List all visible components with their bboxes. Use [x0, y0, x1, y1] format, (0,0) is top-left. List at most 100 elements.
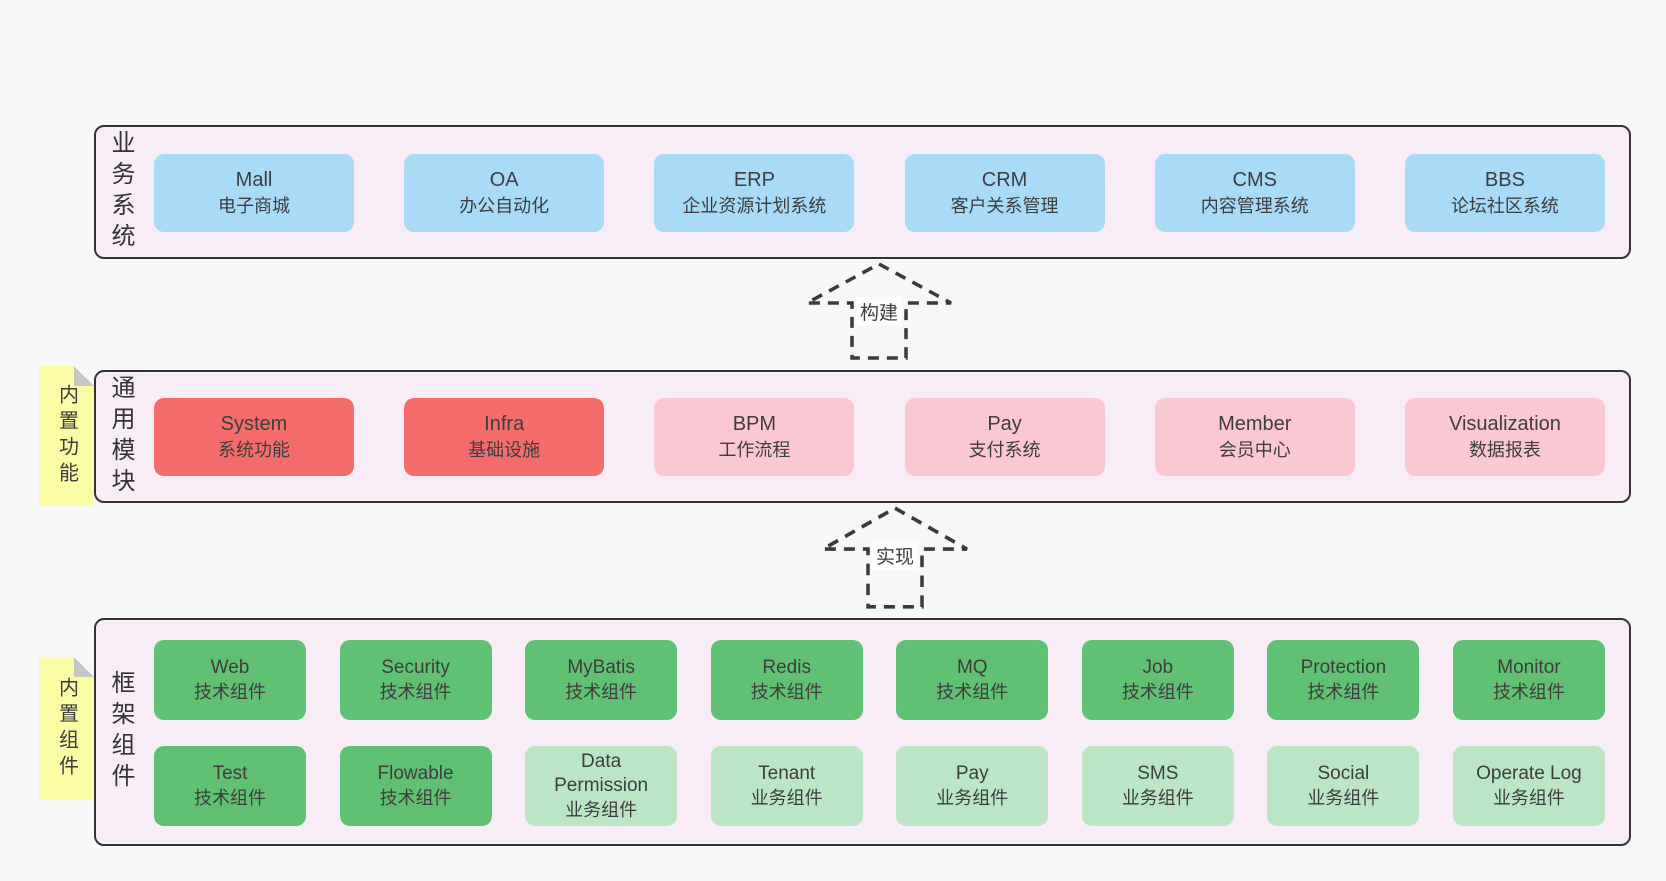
box-subtitle: 内容管理系统: [1200, 196, 1309, 217]
box-title: Pay: [955, 762, 989, 784]
box-data-permission: Data Permission 业务组件: [525, 746, 678, 826]
box-subtitle: 业务组件: [565, 799, 638, 820]
box-monitor: Monitor 技术组件: [1452, 640, 1605, 720]
box-title: Infra: [484, 413, 525, 436]
box-title: SMS: [1137, 762, 1179, 784]
note-text: 内置组件: [55, 676, 78, 781]
box-title: Web: [210, 656, 250, 678]
band-business-systems: 业务系统 Mall 电子商城 OA 办公自动化 ERP 企业资源计划系统 CRM…: [94, 125, 1631, 259]
dashed-up-arrow-implement: 实现: [815, 505, 975, 610]
box-title: MQ: [956, 656, 988, 678]
box-subtitle: 技术组件: [194, 787, 266, 808]
box-bpm: BPM 工作流程: [654, 398, 855, 476]
note-fold-corner: [74, 657, 94, 677]
box-test: Test 技术组件: [154, 746, 306, 826]
box-subtitle: 技术组件: [379, 787, 452, 808]
box-bbs: BBS 论坛社区系统: [1404, 154, 1605, 232]
box-tenant: Tenant 业务组件: [710, 746, 863, 826]
box-subtitle: 技术组件: [565, 681, 638, 702]
box-subtitle: 业务组件: [750, 787, 823, 808]
box-subtitle: 支付系统: [968, 440, 1041, 461]
box-subtitle: 业务组件: [1307, 787, 1380, 808]
note-fold-corner: [74, 366, 94, 386]
box-title: BPM: [732, 413, 777, 436]
box-subtitle: 数据报表: [1468, 440, 1541, 461]
box-infra: Infra 基础设施: [404, 398, 605, 476]
box-title: Pay: [987, 413, 1022, 436]
box-social: Social 业务组件: [1267, 746, 1420, 826]
band-common-label: 通用模块: [107, 374, 134, 499]
box-title: OA: [489, 169, 519, 192]
up-arrow-icon: [822, 506, 968, 609]
box-title: Monitor: [1497, 656, 1561, 678]
box-subtitle: 业务组件: [936, 787, 1009, 808]
box-subtitle: 技术组件: [1121, 681, 1194, 702]
box-web: Web 技术组件: [154, 640, 306, 720]
box-title: Operate Log: [1476, 762, 1582, 784]
box-title: Flowable: [377, 762, 454, 784]
sticky-note-built-in-components: 内置组件: [39, 657, 94, 800]
box-title: MyBatis: [567, 656, 635, 678]
box-pay: Pay 支付系统: [904, 398, 1105, 476]
arrow-implement-label: 实现: [871, 541, 919, 570]
box-title: BBS: [1484, 169, 1525, 192]
box-title: System: [220, 413, 288, 436]
box-mq: MQ 技术组件: [896, 640, 1049, 720]
box-subtitle: 技术组件: [194, 681, 266, 702]
box-job: Job 技术组件: [1081, 640, 1234, 720]
box-protection: Protection 技术组件: [1267, 640, 1420, 720]
arrow-build-label: 构建: [855, 297, 903, 326]
box-subtitle: 技术组件: [750, 681, 823, 702]
box-security: Security 技术组件: [339, 640, 492, 720]
up-arrow-icon: [806, 262, 952, 360]
box-title: Redis: [762, 656, 811, 678]
box-subtitle: 业务组件: [1492, 787, 1565, 808]
box-erp: ERP 企业资源计划系统: [654, 154, 855, 232]
box-title: Social: [1317, 762, 1370, 784]
box-title: CMS: [1232, 169, 1277, 192]
sticky-note-built-in-features: 内置功能: [39, 366, 94, 506]
box-cms: CMS 内容管理系统: [1154, 154, 1355, 232]
band-framework-label: 框架组件: [107, 670, 134, 794]
box-title: Protection: [1300, 656, 1387, 678]
box-subtitle: 会员中心: [1218, 440, 1291, 461]
box-member: Member 会员中心: [1154, 398, 1355, 476]
box-title: Visualization: [1448, 413, 1561, 436]
box-visualization: Visualization 数据报表: [1404, 398, 1605, 476]
box-sms: SMS 业务组件: [1081, 746, 1234, 826]
box-oa: OA 办公自动化: [404, 154, 605, 232]
framework-row-2: Test 技术组件 Flowable 技术组件 Data Permission …: [154, 746, 1605, 826]
box-system: System 系统功能: [154, 398, 354, 476]
box-title: Security: [381, 656, 450, 678]
box-crm: CRM 客户关系管理: [904, 154, 1105, 232]
box-redis: Redis 技术组件: [710, 640, 863, 720]
box-subtitle: 技术组件: [936, 681, 1009, 702]
box-subtitle: 业务组件: [1121, 787, 1194, 808]
box-flowable: Flowable 技术组件: [339, 746, 492, 826]
box-mall: Mall 电子商城: [154, 154, 354, 232]
box-subtitle: 企业资源计划系统: [682, 196, 827, 217]
band-business-boxes: Mall 电子商城 OA 办公自动化 ERP 企业资源计划系统 CRM 客户关系…: [154, 154, 1605, 232]
box-title: Data Permission: [554, 750, 649, 797]
box-subtitle: 技术组件: [1492, 681, 1565, 702]
band-business-label: 业务系统: [107, 130, 134, 254]
box-title: ERP: [733, 169, 775, 192]
box-title: Mall: [235, 169, 273, 192]
box-pay-business: Pay 业务组件: [896, 746, 1049, 826]
box-subtitle: 技术组件: [1307, 681, 1380, 702]
box-mybatis: MyBatis 技术组件: [525, 640, 678, 720]
box-subtitle: 技术组件: [379, 681, 452, 702]
box-subtitle: 系统功能: [218, 440, 290, 461]
framework-row-1: Web 技术组件 Security 技术组件 MyBatis 技术组件 Redi…: [154, 640, 1605, 720]
box-title: Member: [1218, 413, 1292, 436]
band-framework-components: 框架组件 Web 技术组件 Security 技术组件 MyBatis 技术组件…: [94, 618, 1631, 846]
box-title: Test: [212, 762, 248, 784]
band-common-modules: 通用模块 System 系统功能 Infra 基础设施 BPM 工作流程 Pay…: [94, 370, 1631, 503]
note-text: 内置功能: [55, 384, 78, 488]
box-subtitle: 电子商城: [218, 196, 290, 217]
box-subtitle: 论坛社区系统: [1450, 196, 1559, 217]
box-title: Job: [1142, 656, 1174, 678]
box-subtitle: 工作流程: [718, 440, 791, 461]
dashed-up-arrow-build: 构建: [799, 261, 959, 361]
